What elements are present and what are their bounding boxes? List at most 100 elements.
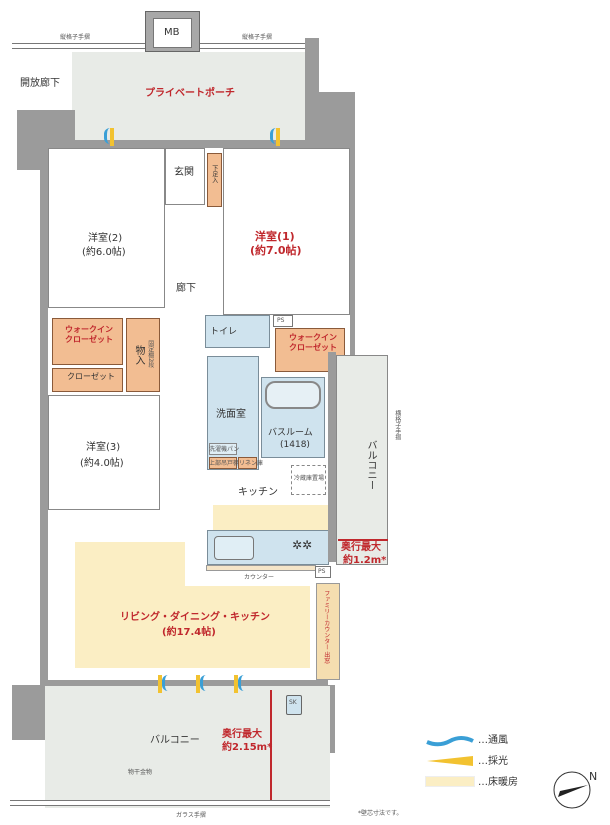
ps-box — [315, 566, 331, 578]
toilet-label: トイレ — [210, 327, 238, 337]
floor-heating-swatch-icon — [425, 776, 475, 787]
rail-label: 縦格子手摺 — [242, 34, 273, 41]
depth1-title: 奥行最大 — [341, 542, 381, 553]
walk-in-closet-left — [52, 318, 123, 365]
closet — [52, 368, 123, 392]
airflow-icon — [200, 675, 214, 691]
daylight-icon — [158, 675, 162, 693]
legend-daylight: …採光 — [478, 756, 508, 767]
top-rail-left — [12, 43, 147, 49]
wall — [48, 680, 328, 686]
wall-right — [350, 140, 355, 355]
compass-icon — [553, 771, 591, 809]
toilet — [205, 315, 270, 348]
counter-label: カウンター — [244, 574, 275, 581]
linen-storage — [238, 457, 257, 469]
room2-name: 洋室(2) — [88, 233, 123, 244]
airflow-icon — [270, 128, 284, 144]
shoe-box — [207, 153, 222, 207]
porch-label: プライベートポーチ — [145, 88, 235, 99]
counter — [206, 565, 316, 571]
washroom-label: 洗面室 — [216, 409, 246, 420]
washer-label: 洗濯機パン — [209, 446, 240, 453]
depth2-title: 奥行最大 — [222, 729, 262, 740]
daylight-icon — [234, 675, 238, 693]
room1-name: 洋室(1) — [255, 230, 295, 243]
side-rail-label: 横格子手摺 — [393, 410, 401, 440]
ps-label: PS — [277, 317, 285, 324]
floor-heating-kitchen — [213, 505, 328, 530]
shoe-box-label: 下足入 — [210, 165, 218, 183]
bathtub — [265, 381, 321, 409]
storage — [126, 318, 160, 392]
daylight-icon — [196, 675, 200, 693]
legend-floor-heating: …床暖房 — [478, 777, 518, 788]
glass-rail — [10, 800, 330, 806]
depth2-value: 約2.15m* — [222, 742, 273, 753]
family-counter-label: ファミリーカウンター 出窓 — [322, 590, 330, 664]
fridge-label: 冷蔵庫置場 — [294, 475, 325, 482]
wall — [328, 352, 336, 562]
linen-label: リネン庫 — [239, 460, 264, 467]
floor-heating-ldk — [75, 542, 185, 668]
room2-size: (約6.0帖) — [82, 247, 126, 258]
balcony-right — [336, 355, 388, 565]
fridge-space — [291, 465, 326, 495]
shelf-label: 固定棚2段 — [146, 340, 154, 368]
washer-pan — [209, 443, 237, 455]
sk-label: SK — [289, 699, 297, 706]
upper-cabinet-label: 上部吊戸棚 — [209, 460, 240, 467]
storage-label: 物入 — [133, 345, 144, 365]
daylight-icon — [110, 128, 114, 146]
ps-box — [273, 315, 293, 327]
room3-name: 洋室(3) — [86, 442, 121, 453]
floor-heating-ldk — [185, 586, 310, 668]
entrance-label: 玄関 — [174, 167, 194, 178]
ldk-size: (約17.4帖) — [162, 627, 216, 638]
closet-label: クローゼット — [67, 372, 115, 381]
western-room-1 — [223, 148, 350, 315]
depth-arrow-2 — [270, 690, 272, 800]
balcony-bottom — [45, 686, 330, 808]
airflow-wave-icon — [426, 736, 474, 747]
footnote: *壁芯寸法です。 — [358, 810, 403, 817]
airflow-icon — [162, 675, 176, 691]
wall-top — [72, 140, 352, 148]
drying-label: 物干金物 — [128, 769, 153, 776]
western-room-3 — [48, 395, 160, 510]
stove-icon: ✲✲ — [292, 538, 313, 552]
ldk-name: リビング・ダイニング・キッチン — [120, 612, 270, 623]
room1-size: (約7.0帖) — [250, 244, 302, 257]
north-label: N — [589, 770, 598, 783]
depth1-value: 約1.2m* — [343, 555, 387, 566]
entrance — [165, 148, 205, 205]
slop-sink — [286, 695, 302, 715]
bathroom-label: バスルーム — [268, 428, 313, 438]
airflow-icon — [238, 675, 252, 691]
daylight-icon — [276, 128, 280, 146]
wall — [315, 92, 355, 142]
wall-left — [40, 140, 48, 690]
balcony-right-label: バルコニー — [365, 440, 376, 490]
bathroom-size: (1418) — [280, 440, 310, 450]
wic-left-label: ウォークイン クローゼット — [65, 325, 113, 345]
rail-label: 縦格子手摺 — [60, 34, 91, 41]
private-porch — [72, 52, 307, 140]
balcony-bottom-label: バルコニー — [150, 735, 200, 746]
family-counter — [316, 583, 340, 680]
top-rail-right — [200, 43, 305, 49]
room3-size: (約4.0帖) — [80, 458, 124, 469]
legend-airflow: …通風 — [478, 735, 508, 746]
wic-right-label: ウォークイン クローゼット — [289, 333, 337, 353]
airflow-icon — [104, 128, 118, 144]
daylight-wedge-icon — [427, 756, 473, 766]
upper-cabinet — [209, 457, 237, 469]
western-room-2 — [48, 148, 165, 308]
open-corridor-label: 開放廊下 — [20, 78, 60, 89]
hallway-label: 廊下 — [176, 283, 196, 294]
mb-label: MB — [164, 27, 180, 38]
glass-rail-label: ガラス手摺 — [176, 812, 206, 819]
kitchen-label: キッチン — [238, 487, 278, 498]
sink — [214, 536, 254, 560]
